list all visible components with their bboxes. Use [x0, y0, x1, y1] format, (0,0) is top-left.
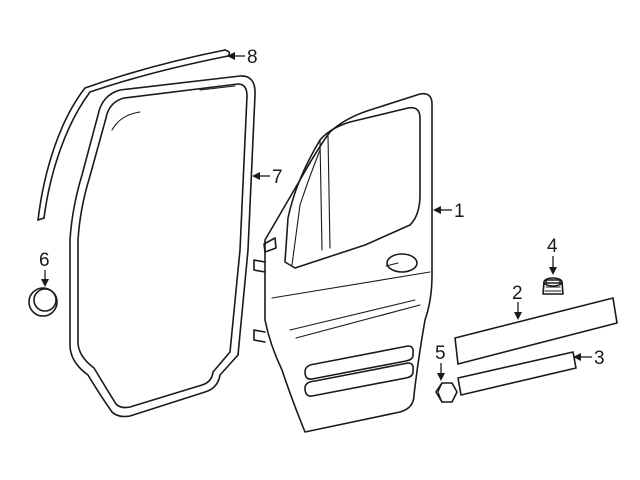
leader-7 [252, 172, 270, 180]
leader-5 [437, 363, 445, 381]
callout-7: 7 [272, 167, 283, 188]
leader-6 [41, 270, 49, 287]
callout-3: 3 [594, 348, 605, 369]
part-1-front-door [253, 92, 433, 433]
leader-4 [549, 256, 557, 275]
part-4-grommet [542, 277, 564, 295]
callout-5: 5 [435, 343, 446, 364]
callout-2: 2 [512, 283, 523, 304]
callout-6: 6 [39, 250, 50, 271]
leader-2 [514, 302, 522, 320]
part-7-door-seal [69, 75, 256, 418]
callout-1: 1 [454, 201, 465, 222]
part-3-lower-molding [457, 351, 577, 396]
part-2-upper-molding [454, 297, 618, 365]
leader-1 [433, 206, 452, 214]
leader-8 [227, 52, 245, 60]
leader-3 [573, 353, 592, 361]
callout-4: 4 [547, 236, 558, 257]
part-5-clip [435, 382, 458, 403]
part-8-window-trim-strip [37, 49, 231, 221]
callout-8: 8 [247, 47, 258, 68]
part-6-plug [28, 287, 58, 317]
